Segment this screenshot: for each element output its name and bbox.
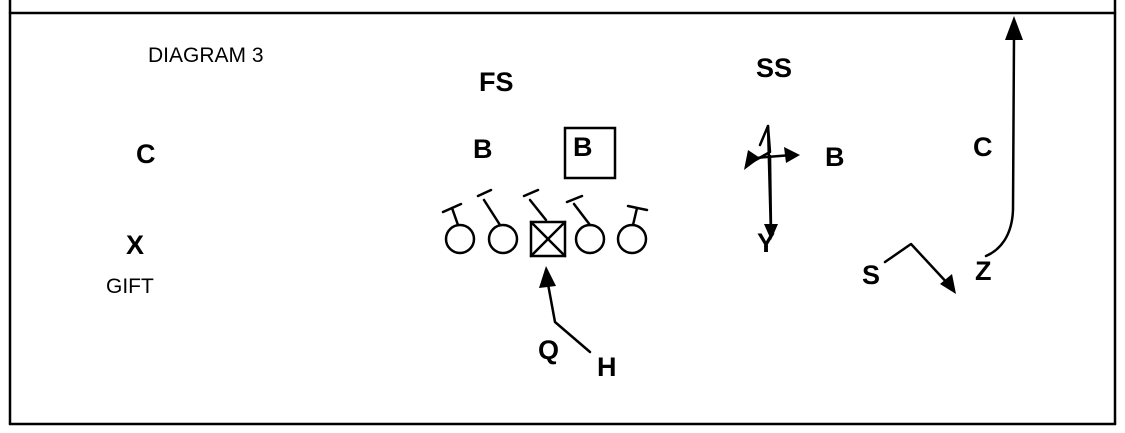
left-corner-label: C <box>136 139 156 169</box>
center-square <box>529 220 567 258</box>
right-tackle-circle <box>616 223 648 255</box>
left-tackle-circle <box>444 223 476 255</box>
right-corner-label: C <box>973 132 993 162</box>
slot-label: S <box>862 260 880 290</box>
flanker-route-arrow <box>984 16 1023 258</box>
block-center <box>522 188 548 222</box>
halfback-label: H <box>597 352 617 382</box>
blocking-assignments <box>441 188 649 227</box>
flanker-label: Z <box>975 256 992 286</box>
right-guard-circle <box>574 223 606 255</box>
linebacker-left-label: B <box>473 134 493 164</box>
left-guard-circle <box>487 223 519 255</box>
offensive-line <box>444 220 648 258</box>
quarterback-label: Q <box>538 335 559 365</box>
play-name: GIFT <box>106 275 154 298</box>
frame-border <box>8 0 1117 426</box>
free-safety-label: FS <box>479 67 514 97</box>
strong-safety-label: SS <box>756 53 792 83</box>
slot-route-arrow <box>883 242 956 294</box>
quarterback-route-arrow <box>539 266 592 354</box>
split-end-label: X <box>126 230 144 260</box>
routes <box>539 16 1023 354</box>
diagram-title: DIAGRAM 3 <box>148 44 264 67</box>
block-right-guard <box>565 194 592 227</box>
block-right-tackle <box>626 204 649 227</box>
block-left-tackle <box>441 202 463 227</box>
block-left-guard <box>476 188 502 227</box>
linebacker-right-label: B <box>825 142 845 172</box>
linebacker-highlight-box <box>563 126 617 180</box>
linebacker-mid-label: B <box>573 132 593 162</box>
tight-end-route-arrow <box>744 124 800 240</box>
